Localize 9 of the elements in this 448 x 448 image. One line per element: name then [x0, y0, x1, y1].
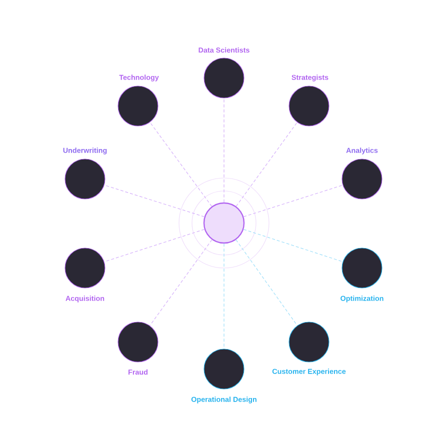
connector-line	[150, 239, 212, 326]
connector-line	[243, 229, 344, 262]
connector-line	[236, 239, 298, 326]
connector-line	[236, 122, 298, 207]
connector-line	[104, 184, 205, 218]
connector-line	[150, 122, 212, 207]
hub-circle	[203, 202, 245, 244]
connector-line	[104, 229, 205, 262]
connector-line	[243, 184, 344, 218]
